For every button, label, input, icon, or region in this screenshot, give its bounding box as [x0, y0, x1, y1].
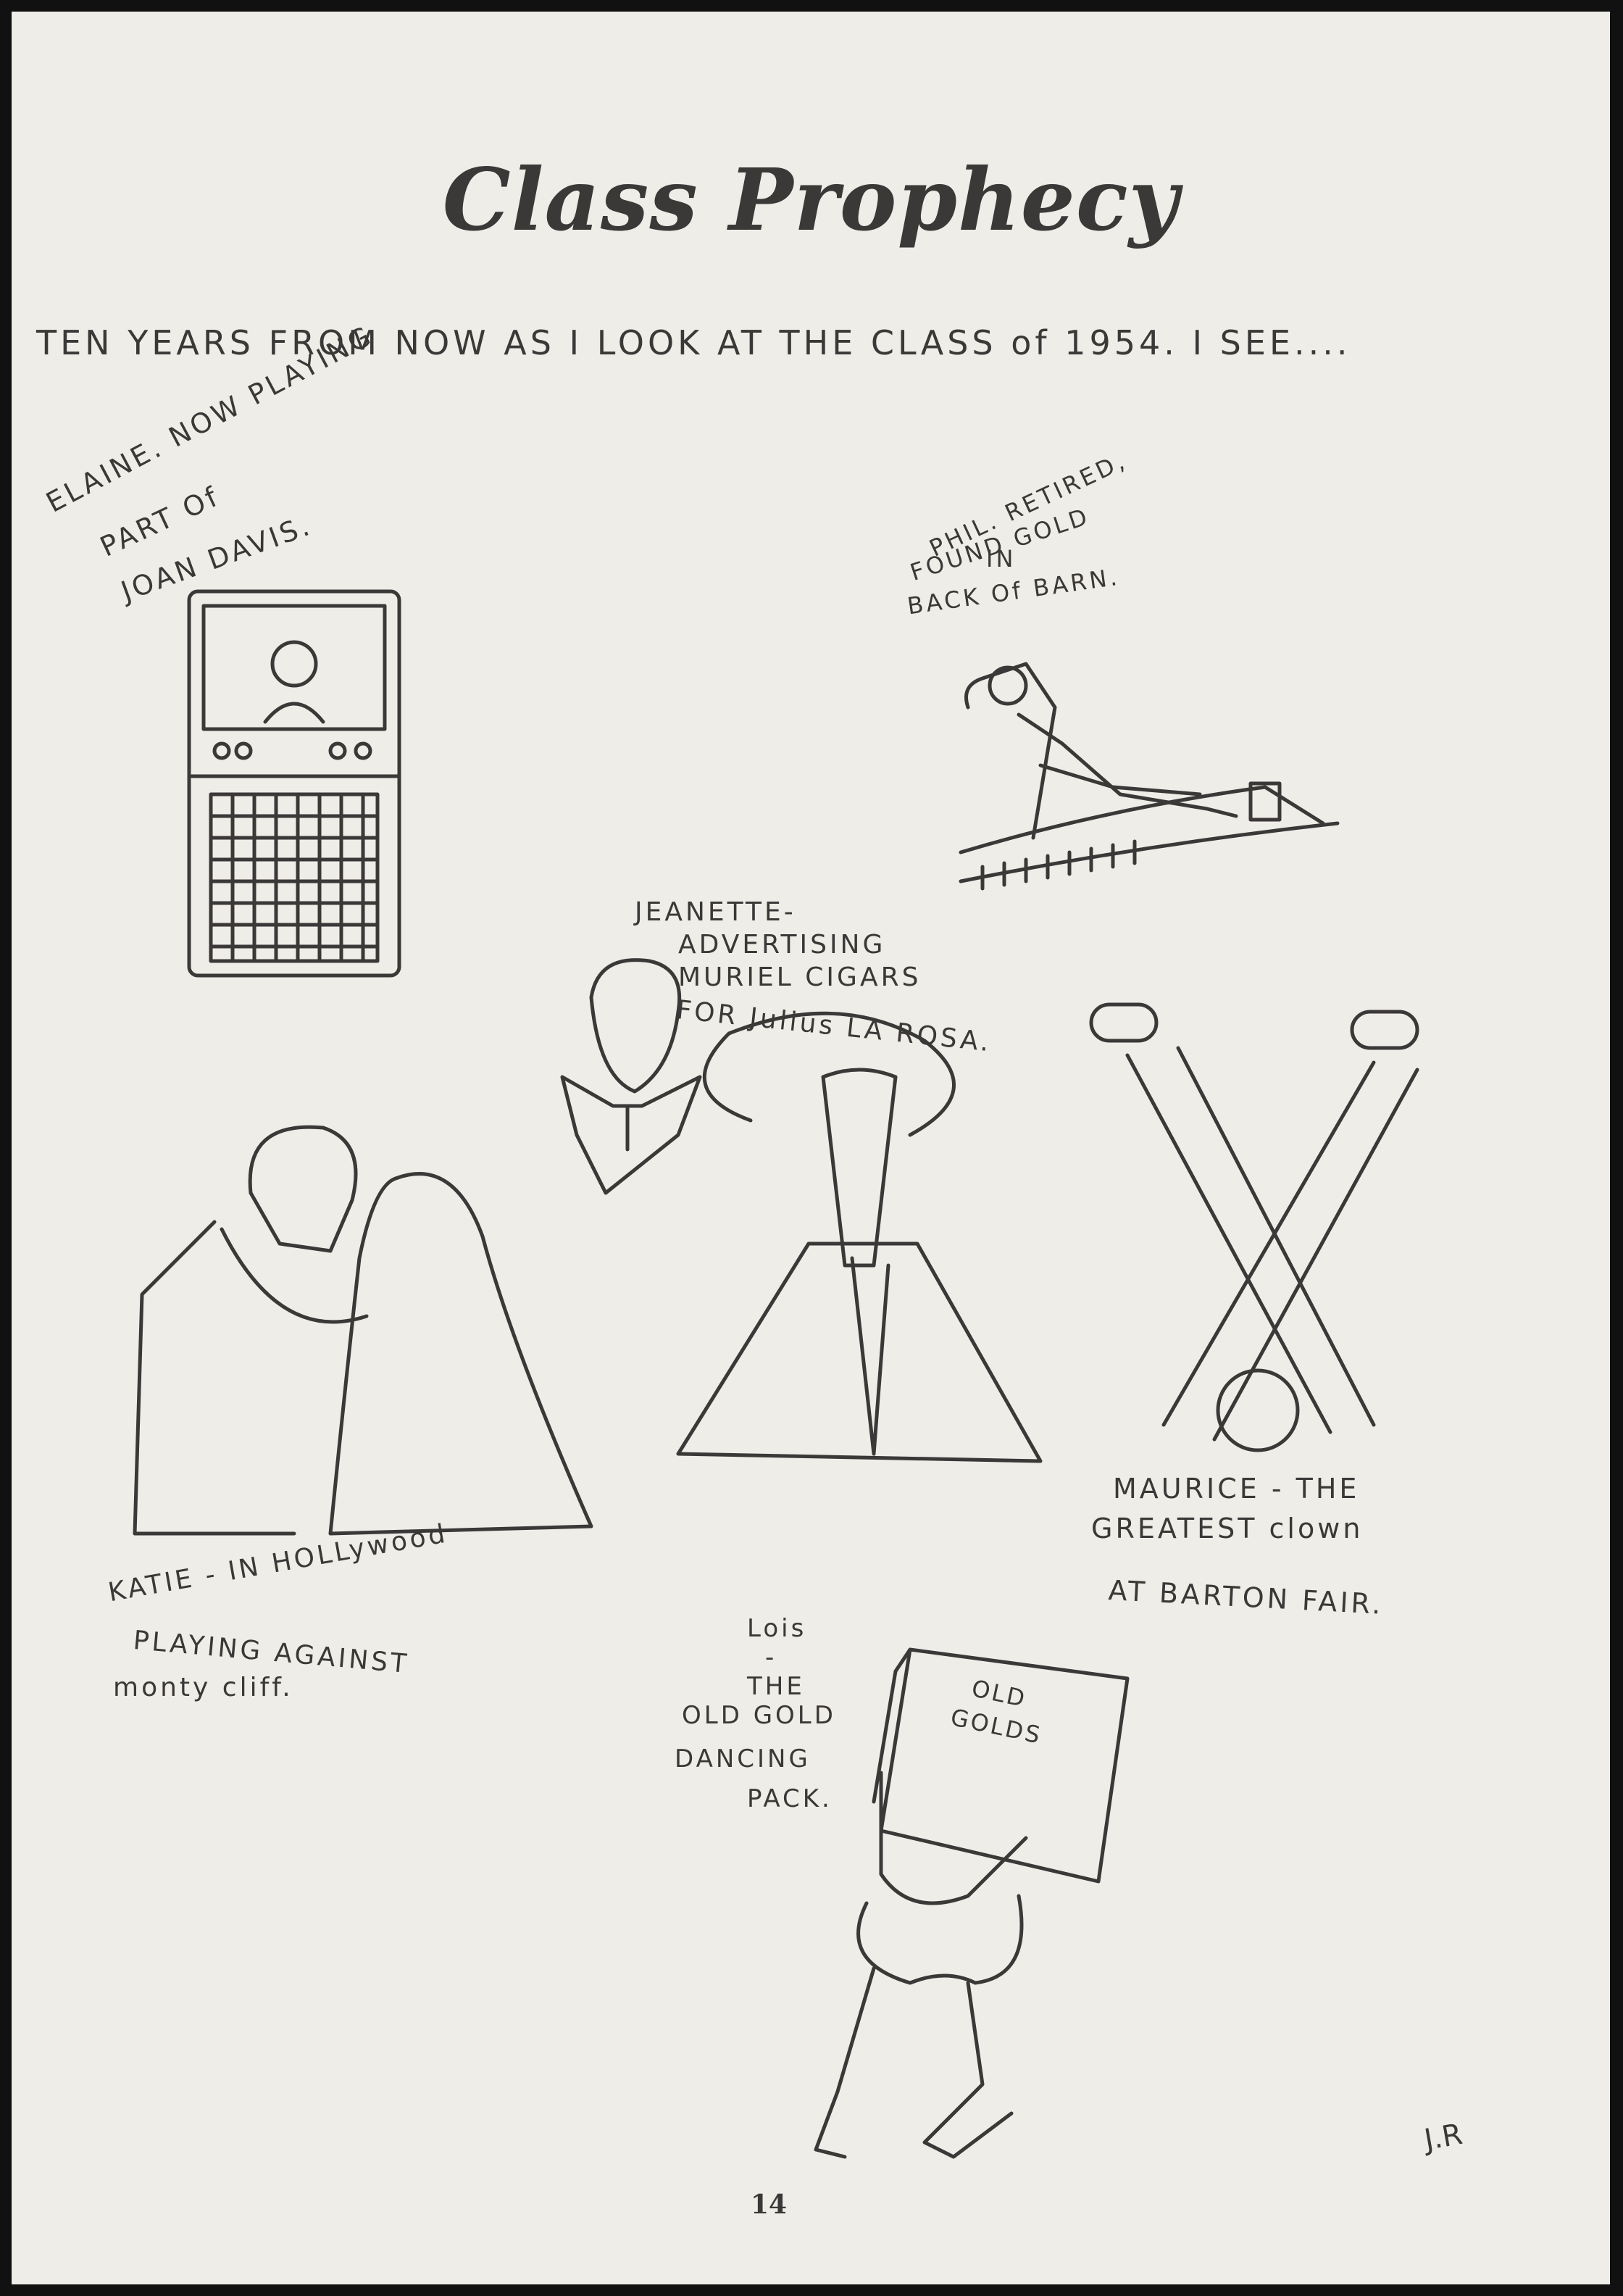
- caption-line: DANCING: [675, 1744, 811, 1773]
- caption-line: AT BARTON FAIR.: [1107, 1573, 1385, 1621]
- caption-line: PACK.: [747, 1784, 833, 1813]
- caption-line: MURIEL CIGARS: [678, 962, 922, 992]
- caption-line: IN: [986, 545, 1017, 573]
- page-number: 14: [751, 2189, 788, 2220]
- cigar-woman-drawing: [676, 1011, 1043, 1463]
- television-drawing: [187, 589, 401, 978]
- caption-line: monty cliff.: [113, 1673, 293, 1702]
- caption-line: -: [765, 1643, 777, 1672]
- upside-down-clown-drawing: [1089, 1002, 1419, 1452]
- yearbook-page: Class Prophecy TEN YEARS FROM NOW AS I L…: [12, 12, 1610, 2284]
- artist-initials: J.R: [1422, 2117, 1465, 2158]
- caption-line: OLD GOLD: [682, 1701, 836, 1730]
- caption-line: JEANETTE-: [635, 897, 796, 927]
- couple-embracing-drawing: [133, 1125, 593, 1536]
- caption-line: GREATEST clown: [1091, 1513, 1364, 1544]
- intro-line: TEN YEARS FROM NOW AS I LOOK AT THE CLAS…: [36, 323, 1351, 362]
- caption-line: Lois: [747, 1614, 807, 1643]
- phil-reclining-drawing: [959, 662, 1340, 891]
- dancing-cigarette-pack-drawing: [814, 1647, 1130, 2159]
- caption-line: MAURICE - THE: [1113, 1473, 1360, 1505]
- caption-line: ADVERTISING: [678, 930, 886, 960]
- caption-line: THE: [747, 1672, 805, 1701]
- man-portrait-drawing: [560, 958, 702, 1195]
- page-title: Class Prophecy: [442, 149, 1180, 250]
